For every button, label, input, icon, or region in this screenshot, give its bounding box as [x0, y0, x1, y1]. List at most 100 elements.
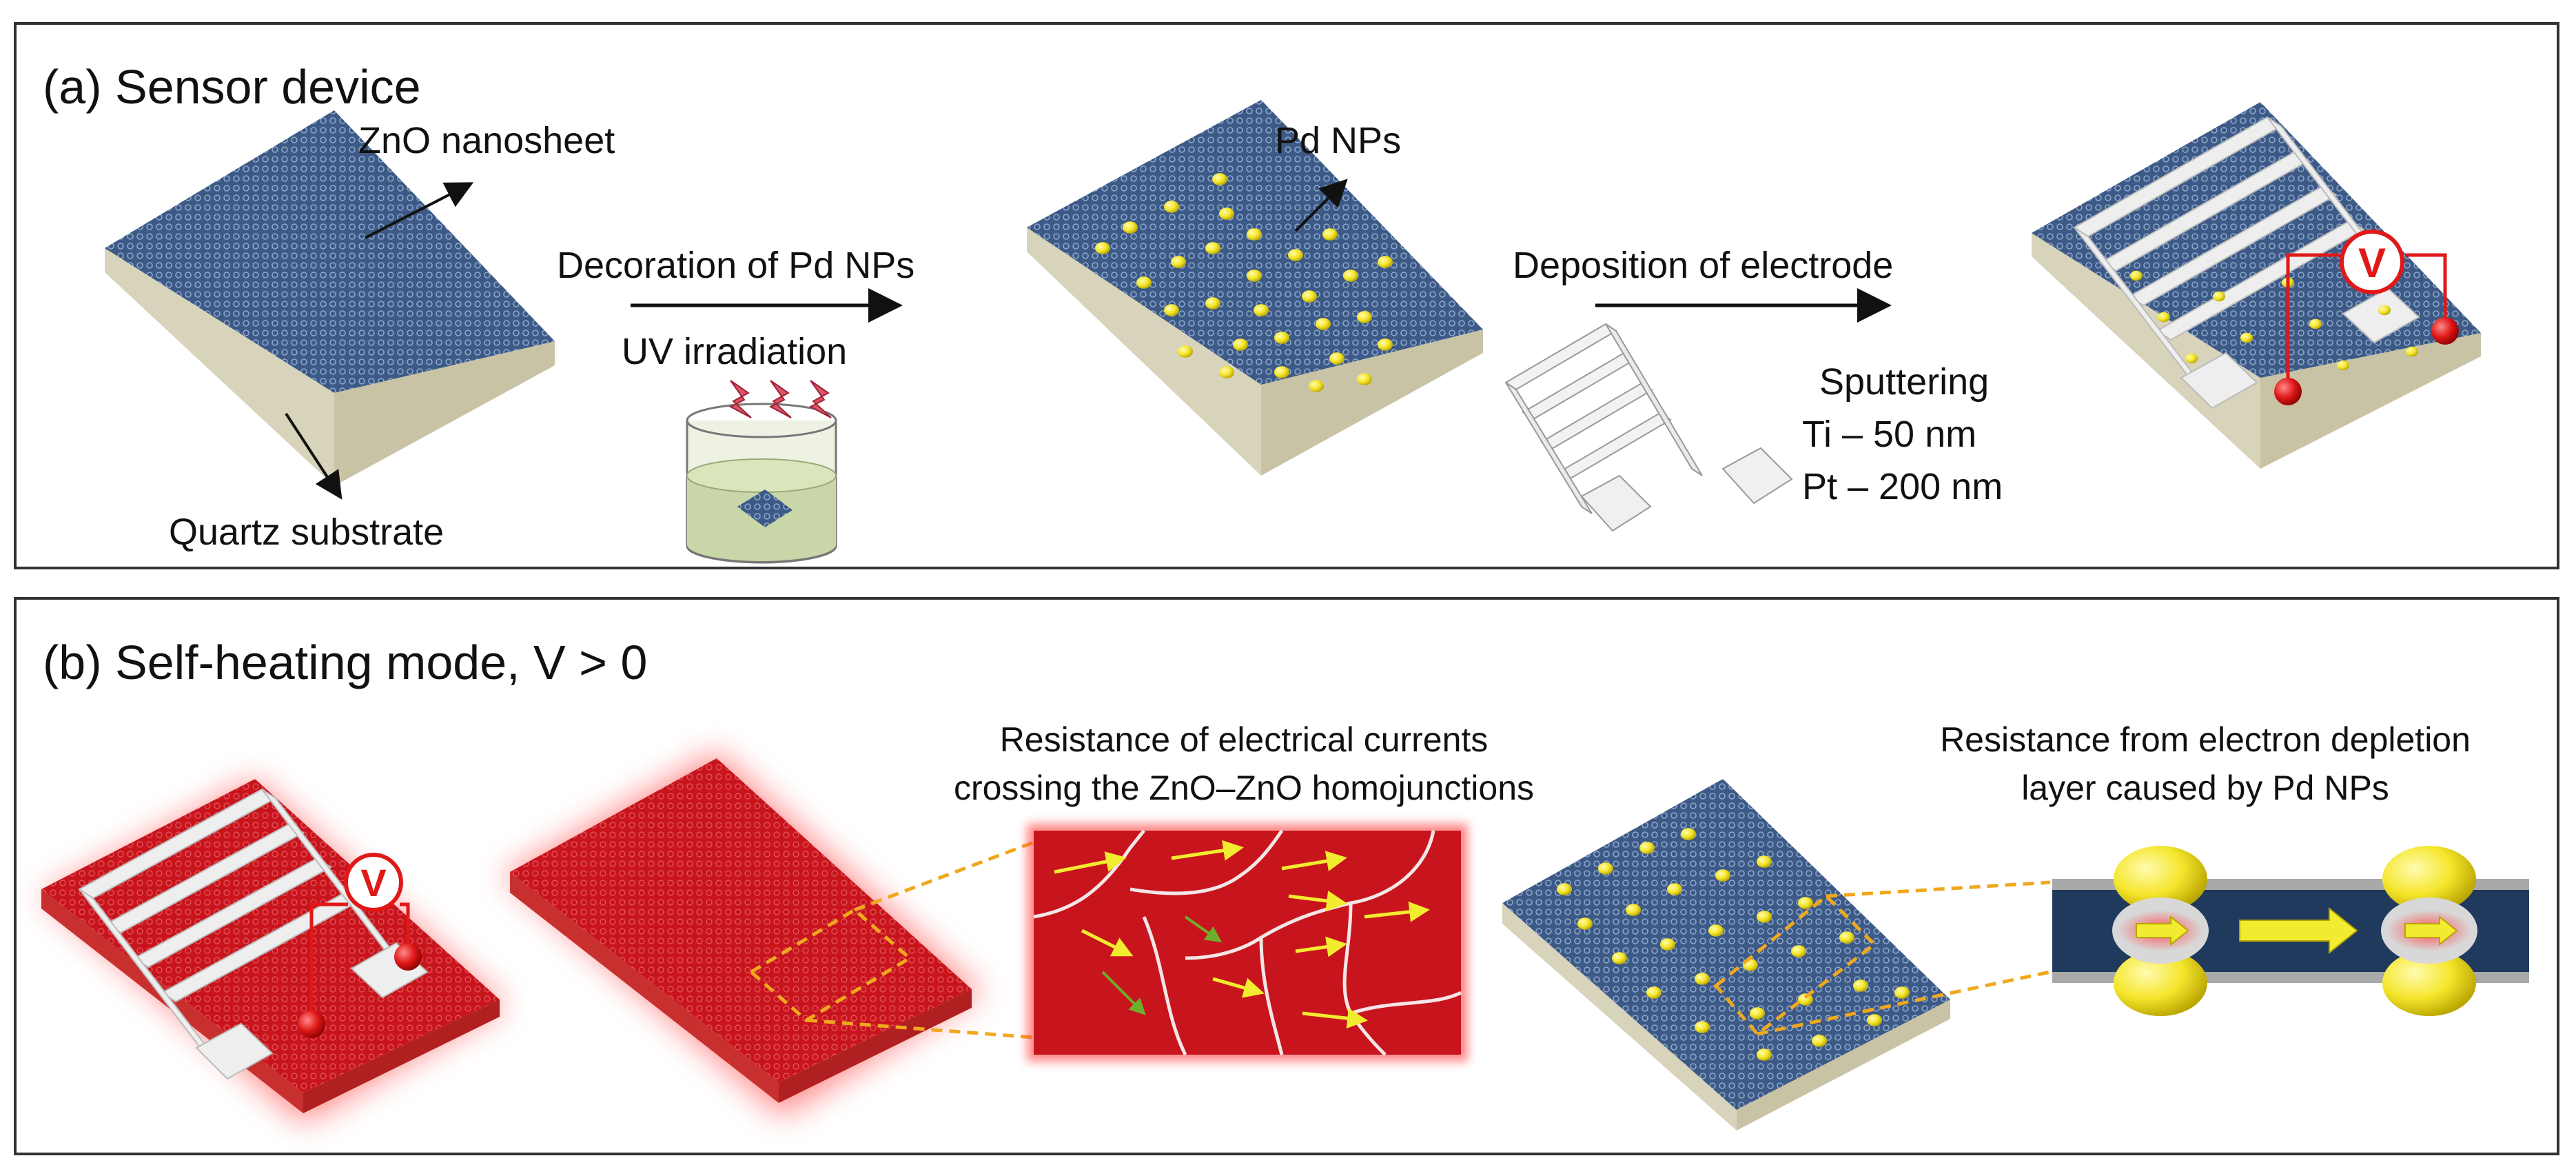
pd-particle: [2185, 353, 2198, 364]
uv-beaker: [686, 380, 837, 564]
pd-particle: [1322, 228, 1338, 241]
label-uv-irradiation: UV irradiation: [622, 331, 847, 372]
pd-particle: [1219, 366, 1234, 378]
pd-particle: [1212, 173, 1227, 185]
pd-particle: [1660, 938, 1675, 951]
pd-particle: [1757, 911, 1772, 923]
pd-particle: [1171, 256, 1186, 268]
heated-device: V: [41, 779, 507, 1124]
pd-particle: [1164, 201, 1179, 213]
voltmeter-a-symbol: V: [2358, 240, 2386, 286]
pd-particle: [1164, 304, 1179, 316]
arrow-quartz: [285, 412, 343, 500]
panel-b-title: (b) Self-heating mode, V > 0: [43, 636, 647, 689]
pd-particle: [1233, 338, 1248, 351]
pd-particle: [2406, 346, 2418, 357]
pd-particle: [1577, 918, 1593, 930]
label-ti: Ti – 50 nm: [1802, 414, 1976, 455]
label-deposition: Deposition of electrode: [1513, 245, 1893, 286]
label-resistance-depletion-2: layer caused by Pd NPs: [2021, 769, 2389, 807]
pd-particle: [1667, 883, 1682, 895]
pd-particle: [1316, 318, 1331, 330]
pd-particle: [2158, 312, 2170, 323]
arrow-pd-nps: [1294, 179, 1348, 232]
panel-a-title: (a) Sensor device: [43, 60, 421, 114]
pd-particle: [1646, 986, 1662, 999]
zoom-line-1a: [854, 840, 1034, 912]
pd-particle: [1178, 345, 1193, 358]
pd-particle: [1681, 828, 1696, 840]
label-resistance-homojunction-2: crossing the ZnO–ZnO homojunctions: [954, 769, 1534, 807]
pd-particle: [1853, 980, 1868, 992]
interdigitated-electrode: [1504, 323, 1793, 532]
zoom-region-1: [748, 907, 913, 1023]
zno-slab-bare: [105, 110, 555, 486]
pd-particle: [1894, 986, 1910, 999]
label-quartz-substrate: Quartz substrate: [169, 511, 444, 553]
pd-particle: [1357, 311, 1372, 323]
pd-particle: [1329, 352, 1345, 365]
pd-particle: [2337, 360, 2349, 371]
pd-particle: [1791, 945, 1806, 957]
label-zno-nanosheet: ZnO nanosheet: [358, 120, 615, 161]
pd-particle: [1219, 207, 1234, 220]
pd-particle: [1812, 1035, 1827, 1047]
pd-nanoparticles: [1095, 173, 1393, 392]
label-sputtering: Sputtering: [1819, 361, 1989, 403]
pd-particle: [1205, 242, 1220, 254]
label-decoration: Decoration of Pd NPs: [557, 245, 914, 286]
grain-boundary-inset: [1027, 824, 1468, 1062]
pd-particle: [1798, 897, 1813, 909]
pd-particle: [1136, 276, 1152, 289]
pd-particle: [1378, 256, 1393, 268]
label-pt: Pt – 200 nm: [1802, 466, 2003, 507]
pd-particle: [1302, 290, 1317, 303]
pd-particle: [1598, 862, 1613, 875]
depletion-inset: [2052, 846, 2529, 1016]
pd-particle: [2240, 332, 2253, 343]
pd-nanoparticles-b: [1557, 828, 1910, 1061]
pd-particle: [2213, 291, 2225, 302]
pd-particle: [1205, 297, 1220, 310]
pd-particle: [1309, 380, 1324, 392]
pd-particle: [1708, 924, 1724, 937]
pd-particle: [2130, 270, 2143, 281]
pd-particle: [1247, 270, 1262, 282]
pd-particle: [1254, 304, 1269, 316]
device-pd-dots: [2130, 270, 2418, 371]
pd-particle: [1123, 221, 1138, 234]
pd-particle: [1798, 993, 1813, 1006]
zoom-line-2a: [1826, 880, 2051, 898]
arrow-zno: [365, 182, 474, 239]
pd-particle: [1288, 249, 1303, 261]
pd-particle: [1357, 373, 1372, 385]
pd-particle: [2309, 318, 2322, 330]
pd-particle: [1378, 338, 1393, 351]
pd-particle: [1612, 952, 1627, 964]
pd-particle: [1095, 242, 1110, 254]
pd-particle: [1557, 883, 1572, 895]
pd-particle: [1639, 842, 1655, 854]
pd-particle: [1867, 1014, 1882, 1026]
voltmeter-b-symbol: V: [360, 861, 386, 904]
pd-particle: [1274, 332, 1289, 344]
pd-particle: [1695, 1021, 1710, 1033]
pd-particle: [1839, 931, 1854, 944]
pd-particle: [1757, 1048, 1772, 1061]
zoom-line-2b: [1757, 970, 2051, 1036]
label-resistance-depletion-1: Resistance from electron depletion: [1940, 720, 2471, 759]
zoom-line-1b: [806, 1018, 1034, 1040]
voltmeter-circuit-a: V: [2274, 230, 2459, 405]
pd-particle: [1247, 228, 1262, 241]
pd-particle: [1626, 904, 1641, 916]
pd-particle: [1695, 973, 1710, 985]
label-pd-nps: Pd NPs: [1275, 120, 1401, 161]
zoom-region-2: [1713, 893, 1877, 1037]
pd-nanosheet-b: [1502, 779, 1950, 1131]
pd-particle: [1757, 855, 1772, 868]
label-resistance-homojunction-1: Resistance of electrical currents: [1000, 720, 1489, 759]
pd-particle: [1343, 270, 1358, 282]
pd-particle: [2378, 305, 2391, 316]
pd-particle: [1715, 869, 1730, 882]
